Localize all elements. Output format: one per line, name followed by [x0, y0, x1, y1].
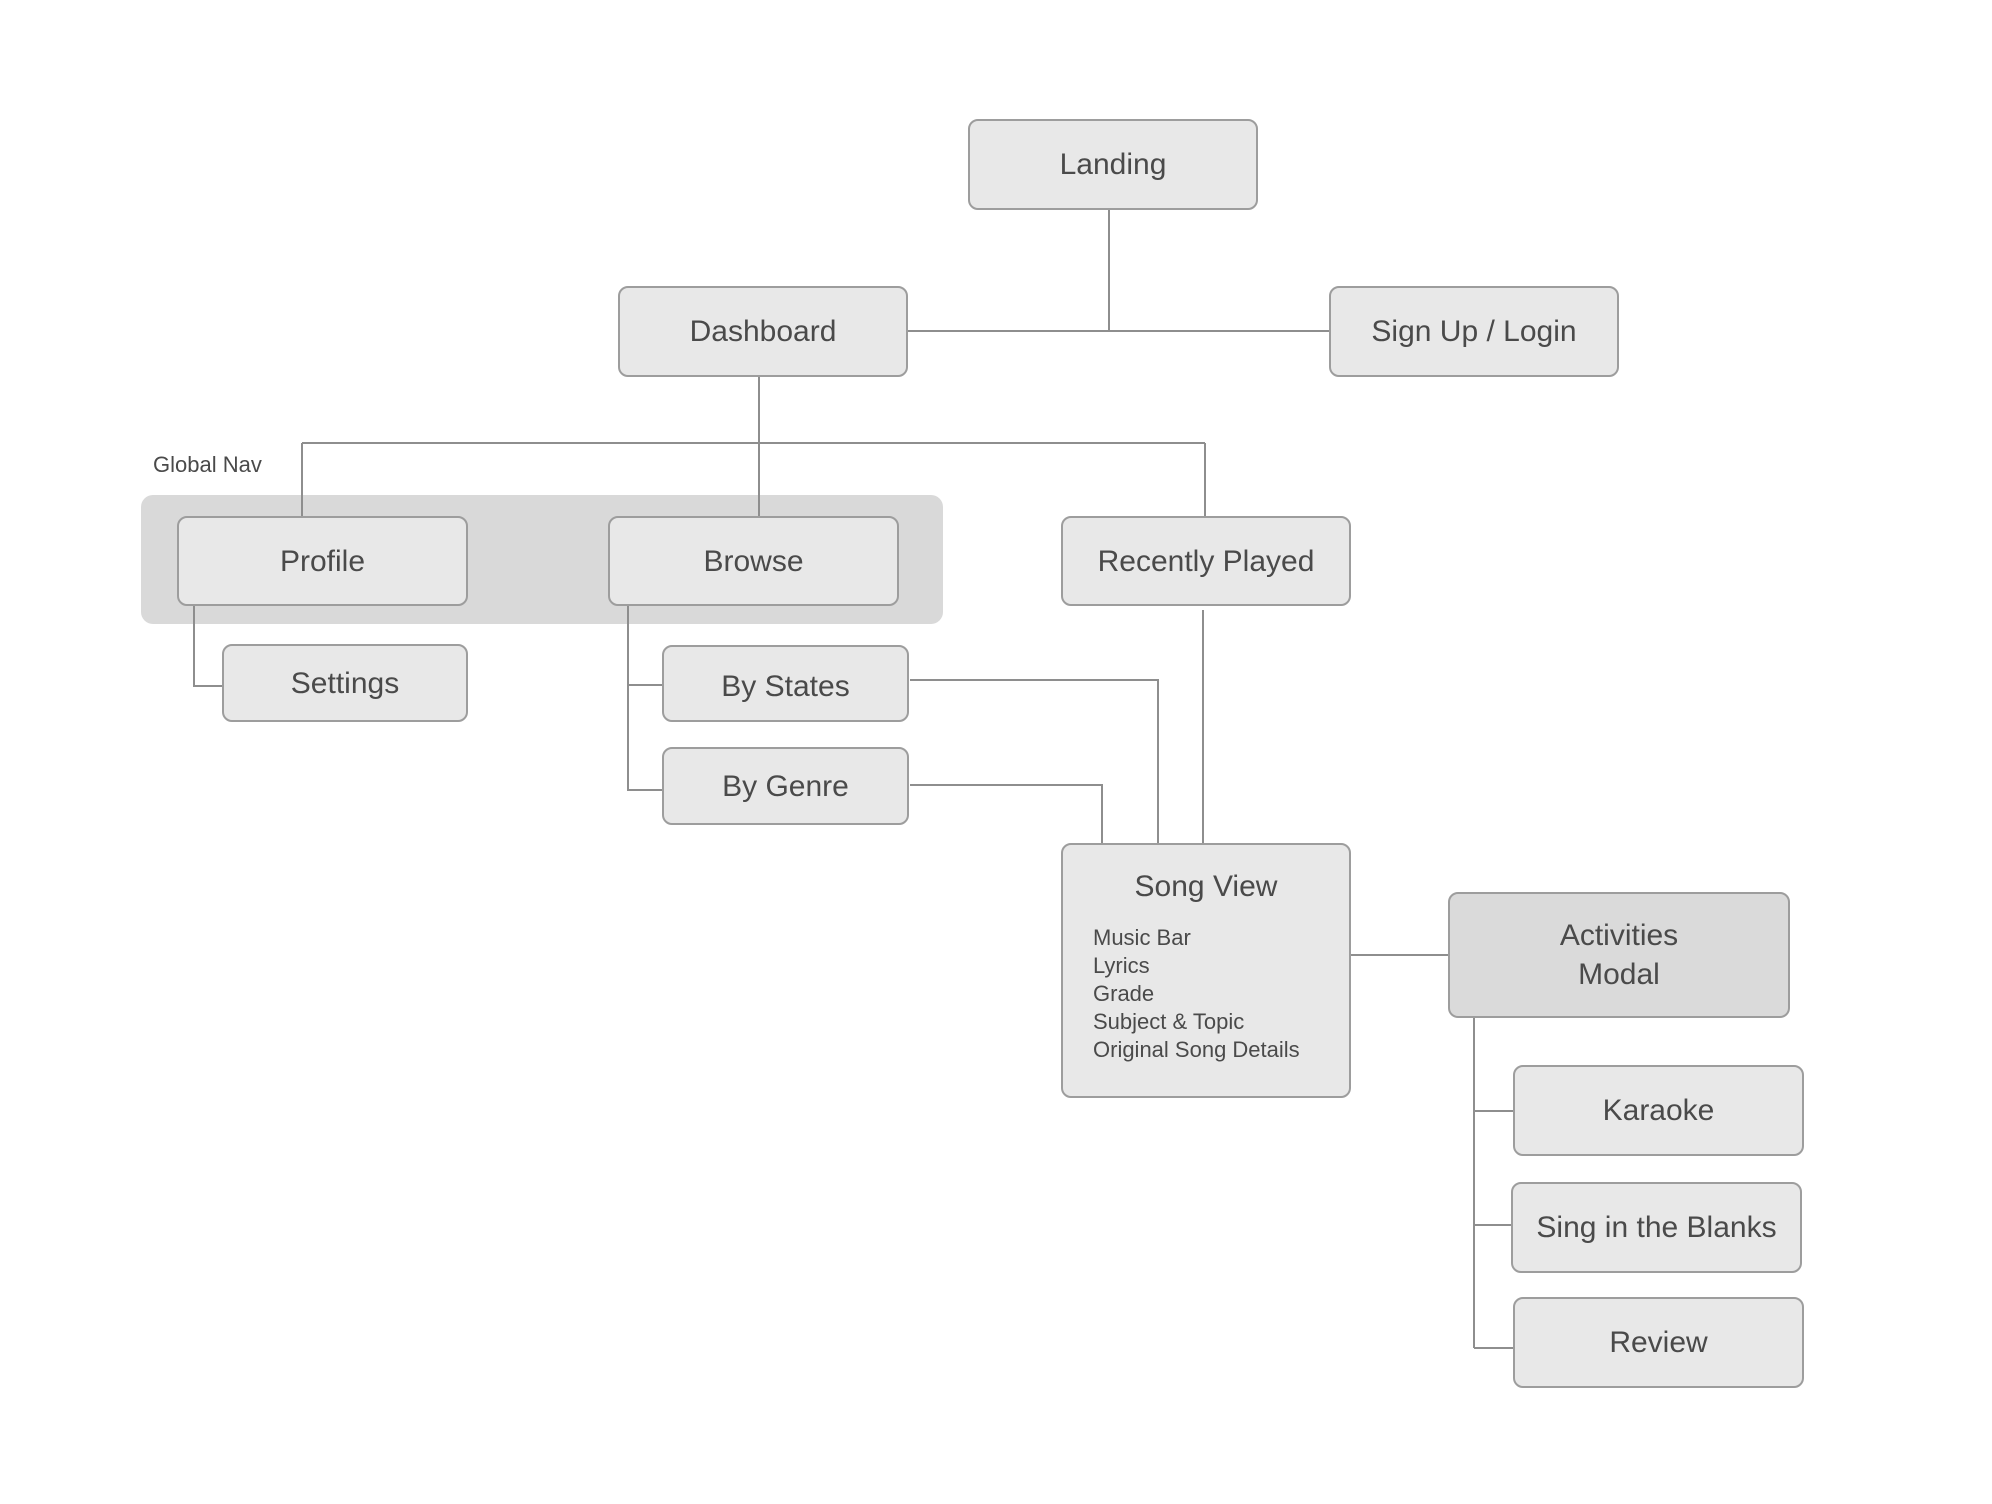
- song-view-detail: Original Song Details: [1093, 1037, 1300, 1062]
- connector-by-states-song: [910, 679, 1159, 843]
- song-view-detail: Subject & Topic: [1093, 1009, 1245, 1034]
- global-nav-label: Global Nav: [153, 452, 262, 477]
- connector-by-genre-song: [910, 784, 1103, 843]
- node-profile: Profile: [177, 516, 468, 606]
- node-browse: Browse: [608, 516, 899, 606]
- activities-modal-line2: Modal: [1578, 958, 1660, 991]
- song-view-detail: Grade: [1093, 981, 1155, 1006]
- node-by-genre: By Genre: [662, 747, 909, 825]
- node-sign-up-login: Sign Up / Login: [1329, 286, 1619, 377]
- node-activities-modal: Activities Modal: [1448, 892, 1790, 1018]
- song-view-title: Song View: [1134, 870, 1278, 903]
- node-review: Review: [1513, 1297, 1804, 1388]
- node-recently-played: Recently Played: [1061, 516, 1351, 606]
- song-view-details: Music Bar Lyrics Grade Subject & Topic O…: [1063, 924, 1349, 1064]
- node-landing: Landing: [968, 119, 1258, 210]
- activities-modal-line1: Activities: [1559, 919, 1679, 952]
- activities-modal-label: Activities Modal: [1560, 916, 1678, 994]
- node-sing-in-the-blanks: Sing in the Blanks: [1511, 1182, 1802, 1273]
- node-settings: Settings: [222, 644, 468, 722]
- node-dashboard: Dashboard: [618, 286, 908, 377]
- node-by-states: By States: [662, 645, 909, 722]
- node-karaoke: Karaoke: [1513, 1065, 1804, 1156]
- connector-browse-by-genre: [627, 685, 662, 791]
- song-view-detail: Lyrics: [1093, 953, 1150, 978]
- song-view-detail: Music Bar: [1093, 925, 1191, 950]
- node-song-view: Song View Music Bar Lyrics Grade Subject…: [1061, 843, 1351, 1098]
